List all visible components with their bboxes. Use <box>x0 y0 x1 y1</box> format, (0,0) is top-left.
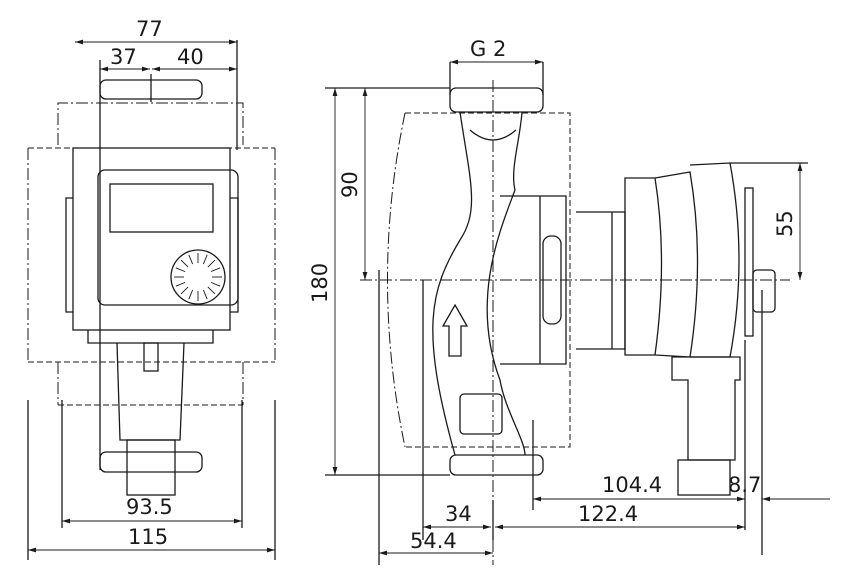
connector <box>677 459 731 496</box>
knob-tick <box>180 259 189 268</box>
bottom-flange <box>99 451 203 473</box>
knob-tick <box>180 286 189 295</box>
plug-knob <box>752 269 776 313</box>
dim-55: 55 <box>773 210 797 237</box>
side-view: G 2 180 90 55 104.4 8.7 122.4 34 54.4 <box>308 37 830 565</box>
dim-54-4: 54.4 <box>410 529 457 553</box>
knob-tick <box>175 281 186 287</box>
dim-122-4: 122.4 <box>578 502 638 526</box>
knob-tick <box>207 286 216 295</box>
knob-tick <box>175 267 186 273</box>
dim-8-7: 8.7 <box>728 473 761 497</box>
knob-icon <box>170 249 226 305</box>
connector <box>126 439 176 496</box>
dim-77: 77 <box>136 17 163 41</box>
knob-tick <box>188 254 194 265</box>
dim-34: 34 <box>445 502 472 526</box>
dim-104-4: 104.4 <box>602 473 662 497</box>
dim-180: 180 <box>308 263 332 303</box>
bottom-flange <box>449 454 544 476</box>
control-panel <box>97 169 239 306</box>
dim-90: 90 <box>338 171 362 198</box>
top-flange <box>449 87 544 113</box>
dim-g2: G 2 <box>470 37 506 61</box>
knob-tick <box>210 267 221 273</box>
knob-tick <box>210 281 221 287</box>
knob-tick <box>202 254 208 265</box>
flow-arrow-icon <box>441 303 469 357</box>
pump-body <box>72 147 231 331</box>
knob-tick <box>202 289 208 300</box>
knob-tick <box>207 259 216 268</box>
dim-37: 37 <box>110 45 137 69</box>
knob-tick <box>188 289 194 300</box>
dim-115: 115 <box>128 525 168 549</box>
dim-93-5: 93.5 <box>126 495 173 519</box>
dim-40: 40 <box>177 45 204 69</box>
front-view: 77 37 40 93.5 115 <box>27 17 276 560</box>
display <box>109 183 214 233</box>
